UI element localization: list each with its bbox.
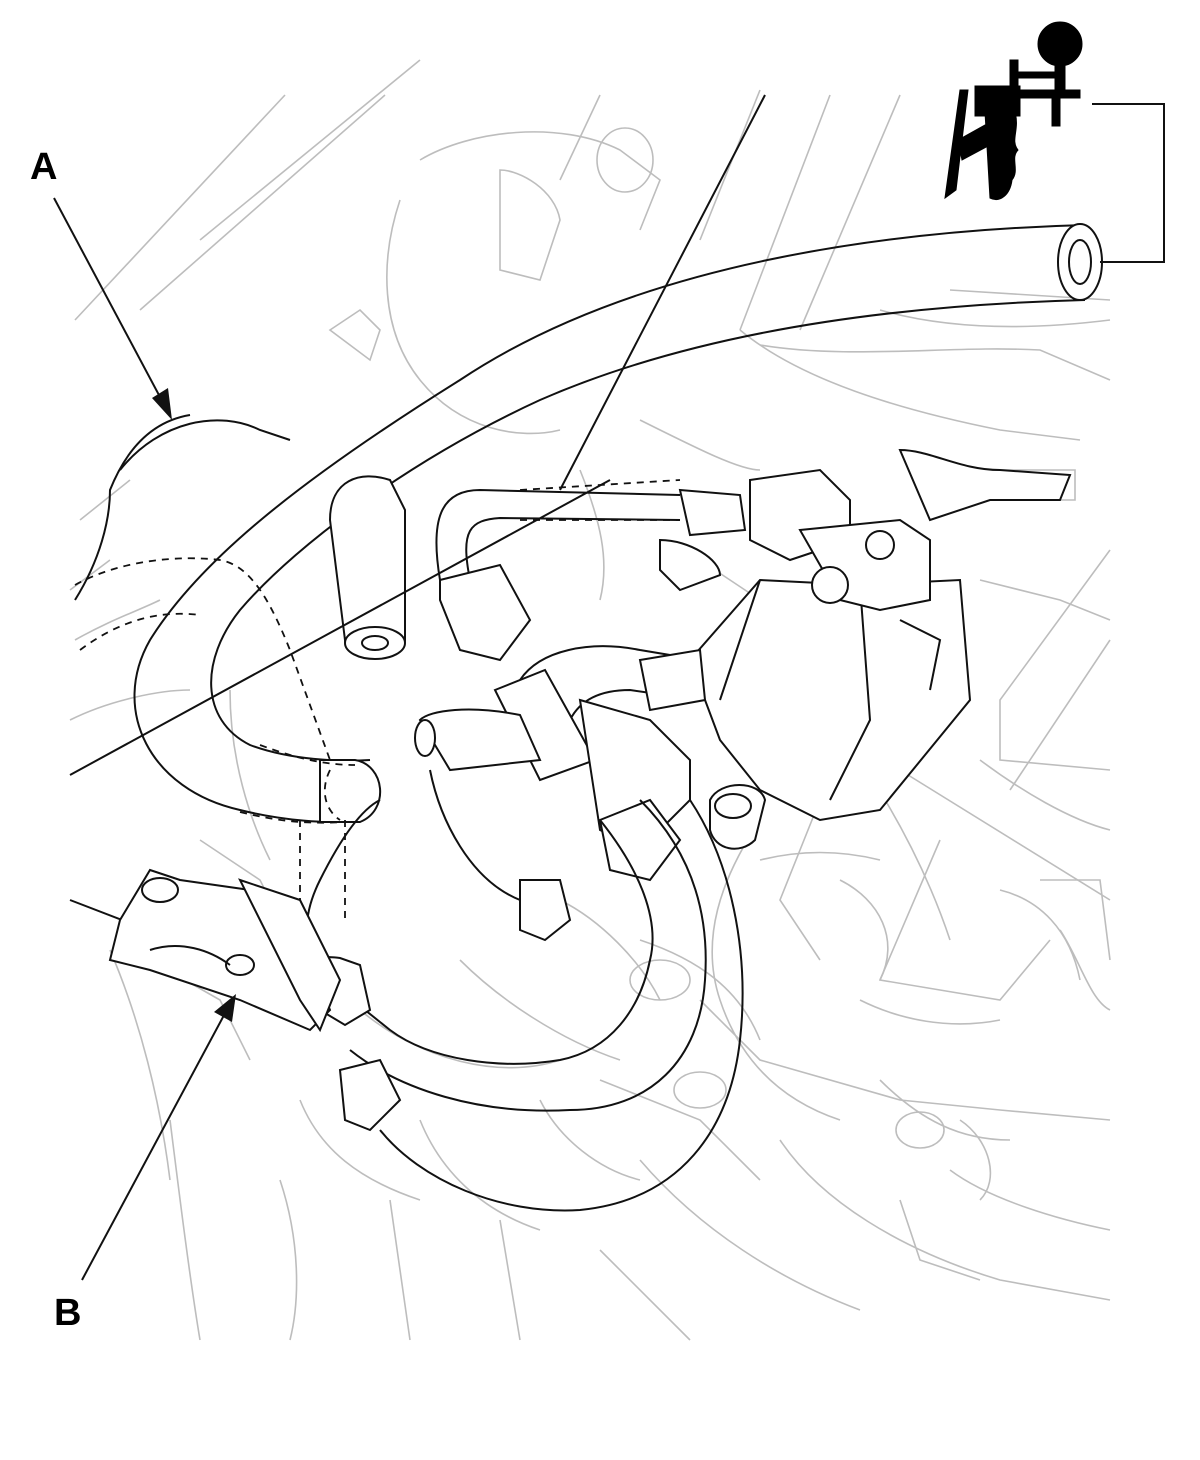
engine-bay-background: [69, 59, 1111, 1341]
solenoid-valve: [688, 518, 972, 850]
hose-fitting: [108, 868, 342, 1033]
lower-hose: [305, 769, 744, 1212]
leader-b: [81, 1003, 231, 1281]
callout-leaders: [53, 197, 236, 1281]
short-tube: [328, 475, 406, 660]
guide-line: [559, 94, 766, 491]
leader-a: [53, 197, 169, 413]
vacuum-pump-icon: [944, 21, 1083, 200]
callout-a-label: A: [30, 146, 58, 188]
pump-connector-line: [1092, 103, 1165, 263]
callout-b-label: B: [54, 1292, 82, 1334]
centre-joint: [414, 645, 707, 882]
guide-line: [69, 479, 611, 776]
arrowhead-b: [214, 994, 236, 1022]
upper-hoses: [435, 448, 1072, 662]
arrowhead-a: [152, 388, 172, 420]
